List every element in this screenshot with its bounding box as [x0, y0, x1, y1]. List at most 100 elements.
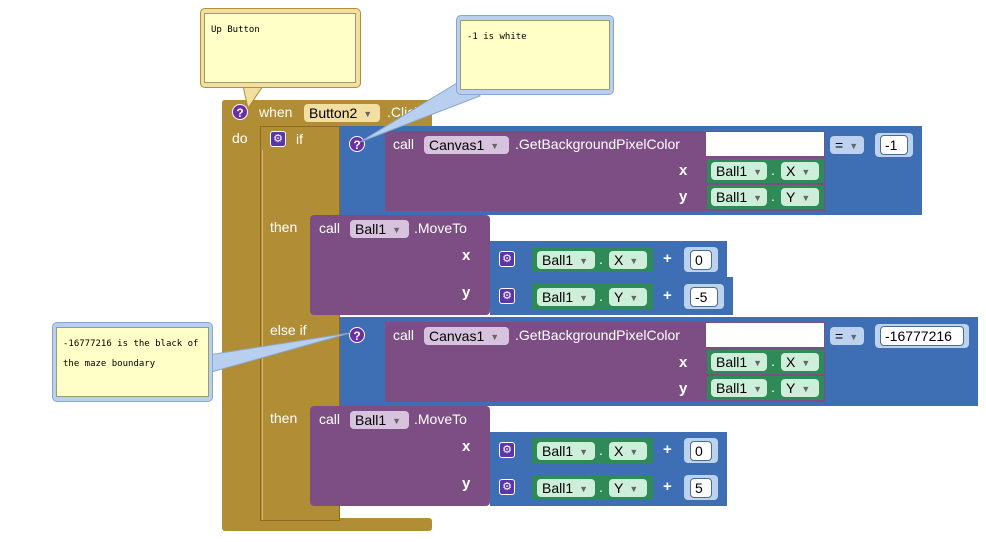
prop-dropdown-1y[interactable]: Y▼	[781, 188, 819, 206]
ball1-dropdown-move2x[interactable]: Ball1▼	[537, 442, 595, 460]
when-label: when	[259, 104, 293, 120]
ball1-component-dropdown-move1[interactable]: Ball1▼	[350, 220, 409, 238]
number-field-move1y[interactable]: -5	[690, 287, 718, 307]
ball1-component-dropdown-move2[interactable]: Ball1 ▼	[350, 411, 409, 429]
prop-text-1y: Y	[786, 189, 796, 205]
ball1-dropdown-move2y[interactable]: Ball1▼	[537, 479, 595, 497]
plus-move1y: +	[663, 287, 672, 304]
call-label-1: call	[393, 136, 415, 152]
caret-down-icon: ▼	[801, 193, 811, 203]
gear-icon[interactable]: ⚙	[499, 479, 515, 495]
plus-move1x: +	[663, 250, 672, 267]
else-if-label: else if	[270, 322, 307, 338]
do-label: do	[232, 130, 248, 146]
dot-move1x: .	[599, 251, 603, 267]
then-label-1: then	[270, 219, 298, 235]
ball1-dropdown-1y[interactable]: Ball1▼	[711, 188, 767, 206]
prop-text-2x: X	[786, 354, 796, 370]
prop-text-move2x: X	[614, 443, 624, 459]
ball1-text-move1y: Ball1	[542, 289, 574, 305]
dot-1x: .	[771, 162, 775, 178]
caret-down-icon: ▼	[579, 293, 589, 303]
prop-text-move1x: X	[614, 252, 624, 268]
call-label-2: call	[393, 327, 415, 343]
prop-text-move2y: Y	[614, 480, 624, 496]
gear-icon[interactable]: ⚙	[499, 288, 515, 304]
prop-text-1x: X	[786, 163, 796, 179]
prop-dropdown-move2y[interactable]: Y▼	[609, 479, 647, 497]
ball1-dropdown-2y[interactable]: Ball1▼	[711, 379, 767, 397]
dot-move2y: .	[599, 479, 603, 495]
prop-dropdown-move1y[interactable]: Y▼	[609, 288, 647, 306]
ball1-dropdown-move1x[interactable]: Ball1 ▼	[537, 251, 595, 269]
canvas-component-dropdown-1[interactable]: Canvas1▼	[424, 136, 509, 154]
call-label-move1: call	[319, 220, 341, 236]
prop-dropdown-1x[interactable]: X▼	[781, 162, 819, 180]
event-component-text: Button2	[309, 105, 358, 121]
comment-white[interactable]: -1 is white	[460, 20, 610, 90]
ball1-dropdown-move1y[interactable]: Ball1 ▼	[537, 288, 595, 306]
event-bottom-bar	[222, 518, 432, 531]
ball1-text-2y: Ball1	[716, 380, 748, 396]
caret-down-icon: ▼	[392, 225, 402, 235]
comment-up-button[interactable]: Up Button	[204, 13, 356, 83]
ball1-dropdown-2x[interactable]: Ball1 ▼	[711, 353, 767, 371]
caret-down-icon: ▼	[801, 384, 811, 394]
event-component-dropdown[interactable]: Button2▼	[304, 104, 380, 122]
compare-question-icon-2[interactable]: ?	[349, 327, 365, 343]
dot-2x: .	[771, 353, 775, 369]
proc-slot-gap-2	[705, 322, 825, 348]
ball1-text-move2y: Ball1	[542, 480, 574, 496]
if-label: if	[296, 131, 303, 147]
ball1-text-move2x: Ball1	[542, 443, 574, 459]
number-field-move2x[interactable]: 0	[690, 441, 712, 461]
ball1-text-1x: Ball1	[716, 163, 748, 179]
caret-down-icon: ▼	[392, 416, 402, 426]
gear-icon[interactable]: ⚙	[499, 442, 515, 458]
caret-down-icon: ▼	[629, 447, 639, 457]
ball1-text-1y: Ball1	[716, 189, 748, 205]
prop-dropdown-move2x[interactable]: X▼	[609, 442, 647, 460]
gear-icon[interactable]: ⚙	[499, 251, 515, 267]
prop-dropdown-2x[interactable]: X▼	[781, 353, 819, 371]
caret-down-icon: ▼	[629, 256, 639, 266]
compare-question-icon-1[interactable]: ?	[349, 136, 365, 152]
dot-1y: .	[771, 188, 775, 204]
number-field-2[interactable]: -16777216	[880, 326, 964, 346]
caret-down-icon: ▼	[753, 167, 763, 177]
if-inner-rail	[262, 150, 310, 520]
caret-down-icon: ▼	[753, 358, 763, 368]
ball1-component-text-move2: Ball1	[355, 412, 387, 428]
call-label-move2: call	[319, 411, 341, 427]
event-question-icon[interactable]: ?	[232, 104, 248, 120]
plus-move2y: +	[663, 478, 672, 495]
equals-operator-dropdown-1[interactable]: =▼	[830, 136, 864, 154]
caret-down-icon: ▼	[579, 256, 589, 266]
plus-move2x: +	[663, 441, 672, 458]
caret-down-icon: ▼	[849, 141, 859, 151]
dot-move2x: .	[599, 442, 603, 458]
canvas-component-text-2: Canvas1	[429, 328, 485, 344]
ball1-dropdown-1x[interactable]: Ball1 ▼	[711, 162, 767, 180]
ball1-text-move1x: Ball1	[542, 252, 574, 268]
number-field-move1x[interactable]: 0	[690, 250, 712, 270]
caret-down-icon: ▼	[629, 484, 639, 494]
ball1-text-2x: Ball1	[716, 354, 748, 370]
prop-dropdown-move1x[interactable]: X▼	[609, 251, 647, 269]
prop-dropdown-2y[interactable]: Y▼	[781, 379, 819, 397]
gear-icon[interactable]: ⚙	[270, 131, 286, 147]
caret-down-icon: ▼	[490, 332, 500, 342]
x-arg-label-2: x	[679, 354, 688, 371]
comment-black[interactable]: -16777216 is the black of the maze bound…	[56, 327, 209, 397]
canvas-component-dropdown-2[interactable]: Canvas1 ▼	[424, 327, 509, 345]
x-arg-label-move2: x	[462, 438, 471, 455]
caret-down-icon: ▼	[801, 358, 811, 368]
equals-operator-dropdown-2[interactable]: =▼	[830, 327, 864, 345]
number-field-1[interactable]: -1	[880, 135, 908, 155]
caret-down-icon: ▼	[849, 332, 859, 342]
equals-text-1: =	[835, 137, 844, 153]
method-label-2: .GetBackgroundPixelColor	[515, 327, 680, 343]
proc-slot-gap-1	[705, 131, 825, 157]
number-field-move2y[interactable]: 5	[690, 478, 712, 498]
